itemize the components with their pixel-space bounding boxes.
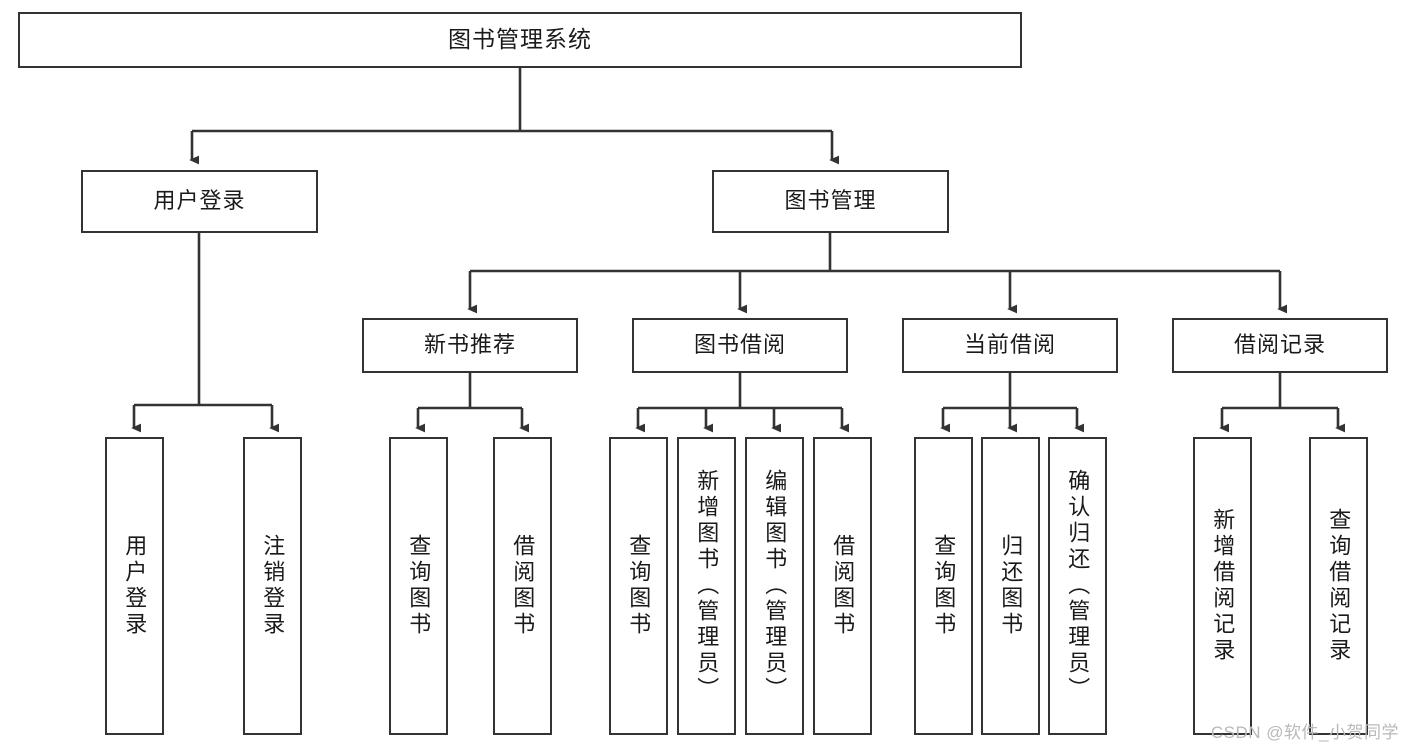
leaf-current-confirm-return-admin[interactable]: 确认归还（管理员）: [1048, 437, 1107, 735]
leaf-borrow-query-book[interactable]: 查询图书: [609, 437, 668, 735]
node-label: 新书推荐: [423, 332, 516, 358]
leaf-record-query-borrow-record[interactable]: 查询借阅记录: [1309, 437, 1368, 735]
node-label: 确认归还（管理员）: [1065, 469, 1091, 703]
node-label: 新增借阅记录: [1210, 508, 1236, 664]
node-book-management[interactable]: 图书管理: [712, 170, 949, 233]
leaf-borrow-edit-book-admin[interactable]: 编辑图书（管理员）: [745, 437, 804, 735]
node-label: 借阅图书: [510, 534, 536, 638]
node-new-book-recommend[interactable]: 新书推荐: [362, 318, 578, 373]
node-borrow-record[interactable]: 借阅记录: [1172, 318, 1388, 373]
leaf-recommend-query-book[interactable]: 查询图书: [389, 437, 448, 735]
node-label: 查询图书: [406, 534, 432, 638]
node-label: 新增图书（管理员）: [694, 469, 720, 703]
node-label: 当前借阅: [963, 332, 1056, 358]
leaf-current-query-book[interactable]: 查询图书: [914, 437, 973, 735]
leaf-user-login[interactable]: 用户登录: [105, 437, 164, 735]
node-book-borrow[interactable]: 图书借阅: [632, 318, 848, 373]
node-label: 归还图书: [998, 534, 1024, 638]
node-user-login[interactable]: 用户登录: [81, 170, 318, 233]
node-label: 图书管理系统: [448, 26, 592, 53]
node-label: 图书借阅: [693, 332, 786, 358]
leaf-borrow-borrow-book[interactable]: 借阅图书: [813, 437, 872, 735]
node-label: 查询图书: [626, 534, 652, 638]
leaf-borrow-add-book-admin[interactable]: 新增图书（管理员）: [677, 437, 736, 735]
node-label: 借阅记录: [1233, 332, 1326, 358]
node-label: 图书管理: [784, 188, 877, 214]
node-label: 查询借阅记录: [1326, 508, 1352, 664]
node-label: 编辑图书（管理员）: [762, 469, 788, 703]
watermark-text: CSDN @软件_小贺同学: [1210, 723, 1399, 742]
node-label: 用户登录: [153, 188, 246, 214]
leaf-current-return-book[interactable]: 归还图书: [981, 437, 1040, 735]
leaf-user-logout[interactable]: 注销登录: [243, 437, 302, 735]
node-label: 注销登录: [260, 534, 286, 638]
leaf-record-add-borrow-record[interactable]: 新增借阅记录: [1193, 437, 1252, 735]
node-label: 用户登录: [122, 534, 148, 638]
node-label: 借阅图书: [830, 534, 856, 638]
node-root-book-management-system[interactable]: 图书管理系统: [18, 12, 1022, 68]
leaf-recommend-borrow-book[interactable]: 借阅图书: [493, 437, 552, 735]
node-current-borrow[interactable]: 当前借阅: [902, 318, 1118, 373]
node-label: 查询图书: [931, 534, 957, 638]
